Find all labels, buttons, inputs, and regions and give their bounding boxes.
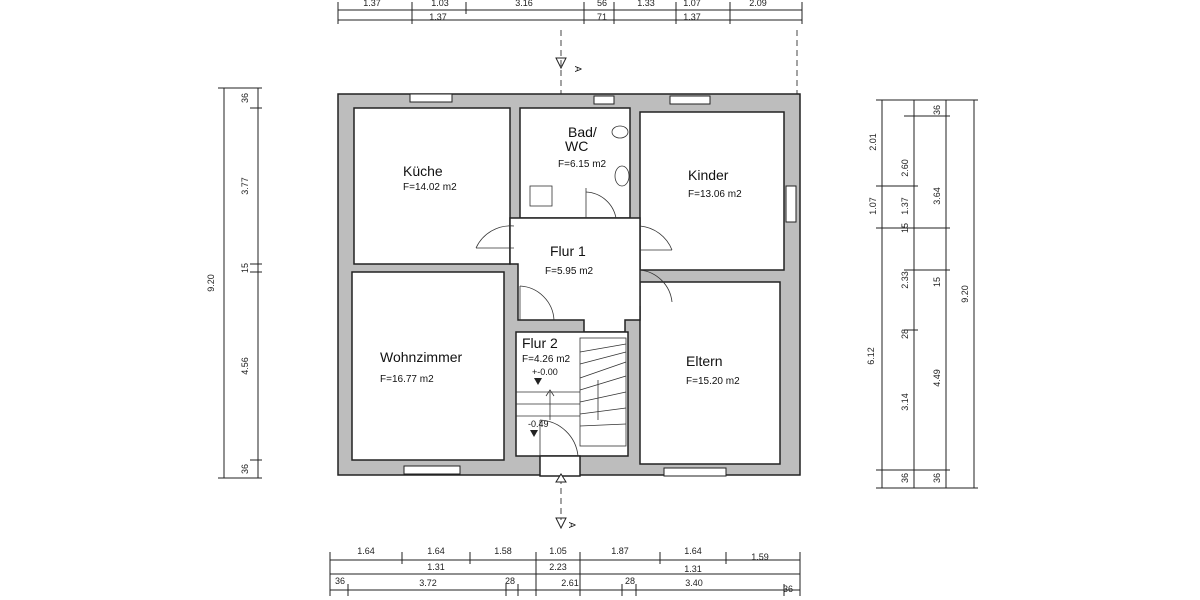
dim-left-5: 36 [240, 464, 250, 474]
room-kueche [353, 107, 511, 265]
dim-bottom-5: 1.87 [611, 546, 629, 556]
dim-bottom-9: 2.23 [549, 562, 567, 572]
dim-bottom-11: 36 [335, 576, 345, 586]
dim-left-1: 36 [240, 93, 250, 103]
flur1-label: Flur 1 [550, 243, 586, 259]
dim-left-2: 3.77 [240, 177, 250, 195]
bad-label-line1: Bad/ [568, 124, 597, 140]
dim-bottom-17: 36 [783, 584, 793, 594]
dim-top-8: 1.37 [429, 12, 447, 22]
bottom-dimension-chains: 1.64 1.64 1.58 1.05 1.87 1.64 1.59 1.31 … [329, 546, 801, 596]
right-dimension-chains: 6.12 2.01 1.07 1.37 15 2.60 2.33 28 3.14… [866, 99, 978, 489]
dim-right-b8: 3.14 [900, 393, 910, 411]
left-dimension-chain: 9.20 36 3.77 15 4.56 36 [206, 87, 262, 479]
dim-right-b1: 2.01 [868, 133, 878, 151]
sanitary-fixtures [529, 125, 630, 207]
eltern-label: Eltern [686, 353, 723, 369]
kueche-label: Küche [403, 163, 443, 179]
dim-right-c1: 36 [932, 105, 942, 115]
dim-right-b2: 1.07 [868, 197, 878, 215]
wohnzimmer-area: F=16.77 m2 [380, 374, 434, 385]
dim-right-c2: 3.64 [932, 187, 942, 205]
dim-right-a: 6.12 [866, 347, 876, 365]
bad-label-line2: WC [565, 138, 588, 154]
level-markers: +-0.00 -0.49 [528, 367, 567, 483]
windows [403, 93, 797, 477]
dim-right-outer: 9.20 [960, 285, 970, 303]
kueche-area: F=14.02 m2 [403, 182, 457, 193]
kinder-label: Kinder [688, 167, 729, 183]
dim-top-6: 1.07 [683, 0, 701, 8]
dim-bottom-13: 28 [505, 576, 515, 586]
wohnzimmer-label: Wohnzimmer [380, 349, 463, 365]
dim-top-4: 56 [597, 0, 607, 8]
dim-bottom-10: 1.31 [684, 564, 702, 574]
dim-right-b5: 2.60 [900, 159, 910, 177]
dim-bottom-16: 3.40 [685, 578, 703, 588]
dim-right-b6: 2.33 [900, 271, 910, 289]
level-upper: +-0.00 [532, 367, 558, 377]
dim-left-4: 4.56 [240, 357, 250, 375]
section-mark-bottom: A [567, 522, 577, 528]
dim-bottom-15: 28 [625, 576, 635, 586]
flur1-area: F=5.95 m2 [545, 266, 594, 277]
dim-right-c5: 36 [932, 473, 942, 483]
section-mark-top: A [573, 66, 583, 72]
dim-top-10: 1.37 [683, 12, 701, 22]
dim-bottom-2: 1.64 [427, 546, 445, 556]
kinder-area: F=13.06 m2 [688, 189, 742, 200]
room-bad [519, 107, 631, 219]
flur2-label: Flur 2 [522, 335, 558, 351]
room-kinder [639, 111, 785, 271]
dim-bottom-7: 1.59 [751, 552, 769, 562]
dim-top-9: 71 [597, 12, 607, 22]
dim-top-7: 2.09 [749, 0, 767, 8]
dim-right-b3: 1.37 [900, 197, 910, 215]
room-eltern [639, 281, 781, 465]
bad-area: F=6.15 m2 [558, 159, 607, 170]
section-line: A A [555, 30, 798, 530]
entrance [539, 455, 581, 477]
dim-bottom-3: 1.58 [494, 546, 512, 556]
level-lower: -0.49 [528, 419, 549, 429]
eltern-area: F=15.20 m2 [686, 376, 740, 387]
dim-top-5: 1.33 [637, 0, 655, 8]
flur2-area: F=4.26 m2 [522, 354, 571, 365]
dim-top-1: 1.37 [363, 0, 381, 8]
dim-right-c4: 4.49 [932, 369, 942, 387]
dim-bottom-6: 1.64 [684, 546, 702, 556]
dim-bottom-14: 2.61 [561, 578, 579, 588]
door-swings [475, 188, 673, 457]
dim-right-b4: 15 [900, 223, 910, 233]
top-dimension-chain: 1.37 1.03 3.16 56 1.33 1.07 2.09 1.37 71… [337, 0, 803, 24]
dim-bottom-1: 1.64 [357, 546, 375, 556]
staircase [516, 337, 627, 447]
dim-right-c3: 15 [932, 277, 942, 287]
dim-right-b7: 28 [900, 329, 910, 339]
dim-left-outer: 9.20 [206, 274, 216, 292]
dim-left-3: 15 [240, 263, 250, 273]
dim-bottom-12: 3.72 [419, 578, 437, 588]
room-wohnzimmer [351, 271, 505, 461]
dim-top-3: 3.16 [515, 0, 533, 8]
dim-right-b9: 36 [900, 473, 910, 483]
dim-bottom-8: 1.31 [427, 562, 445, 572]
dim-bottom-4: 1.05 [549, 546, 567, 556]
dim-top-2: 1.03 [431, 0, 449, 8]
